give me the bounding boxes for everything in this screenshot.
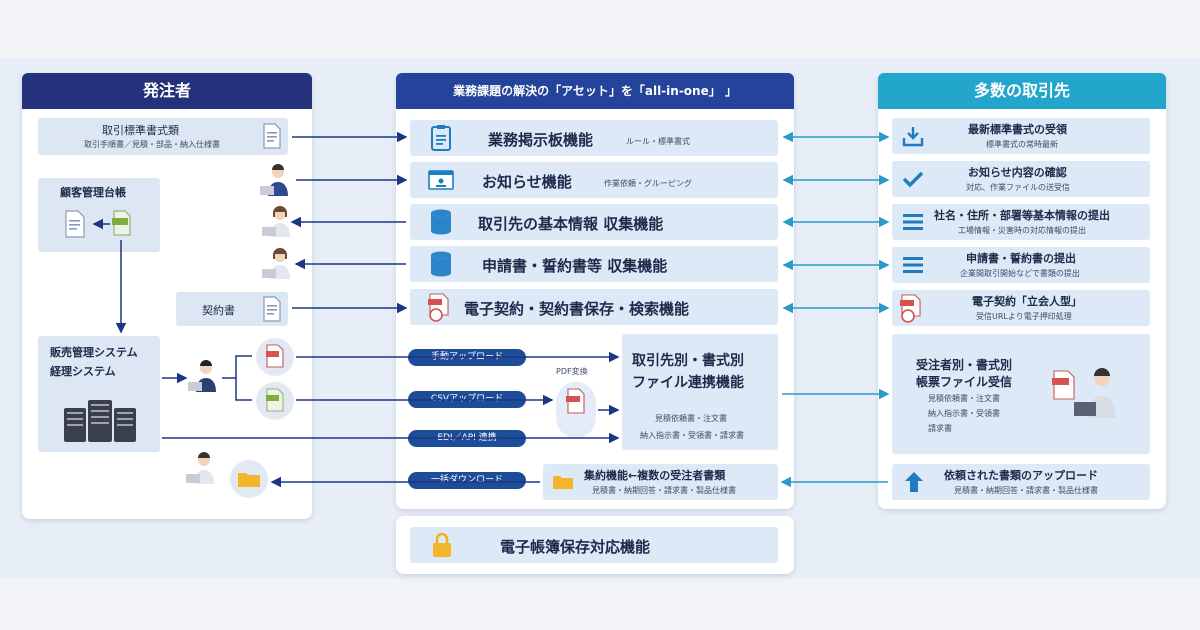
pdf-seal-icon	[428, 293, 449, 322]
person-icon-5	[186, 452, 214, 484]
contract-document-icon	[263, 296, 281, 322]
database-icon	[431, 209, 451, 235]
upload-sub: 見積書・納期回答・請求書・製品仕様書	[954, 486, 1098, 495]
partner-row-5-sub: 受信URLより電子押印処理	[976, 312, 1072, 321]
person-icon-4	[188, 360, 216, 392]
receive-item-1: 見積依頼書・注文書	[928, 394, 1000, 403]
list-icon	[903, 257, 923, 273]
receive-item-3: 請求書	[928, 424, 952, 433]
linkage-sub-1: 見積依頼書・注文書	[655, 414, 727, 423]
e-contract-label: 電子契約・契約書保存・検索機能	[464, 300, 690, 318]
bulk-download-pill: 一括ダウンロード	[408, 472, 526, 489]
orderer-header: 発注者	[22, 73, 312, 109]
notice-board-icon	[428, 170, 454, 190]
partner-row-1	[892, 118, 1150, 154]
notification-label: お知らせ機能	[482, 173, 572, 191]
person-icon-1	[260, 164, 288, 196]
receive-title-1: 受注者別・書式別	[916, 358, 1013, 372]
person-laptop-icon	[1074, 368, 1116, 418]
person-icon-3	[262, 248, 290, 279]
pdf-seal-icon	[900, 294, 921, 323]
standard-forms-label: 取引標準書式類	[102, 124, 179, 137]
ledger-feature-label: 電子帳簿保存対応機能	[500, 538, 651, 556]
receive-item-2: 納入指示書・受領書	[928, 409, 1000, 418]
pdf-convert-label: PDF変換	[556, 367, 588, 376]
partner-row-3-label: 社名・住所・部署等基本情報の提出	[934, 209, 1110, 222]
lock-icon	[433, 532, 451, 557]
receive-files-box	[892, 334, 1150, 454]
sales-system-label: 販売管理システム	[50, 346, 138, 359]
document-icon	[263, 123, 281, 149]
bulletin-board-label: 業務掲示板機能	[488, 131, 594, 149]
csv-file-icon-2	[266, 388, 284, 412]
aggregate-title: 集約機能←複数の受注者書類	[584, 469, 726, 482]
partner-row-2-sub: 対応、作業ファイルの送受信	[966, 183, 1070, 192]
center-header: 業務課題の解決の「アセット」を「all-in-one」 」	[396, 73, 794, 109]
aggregate-sub: 見積書・納期回答・請求書・製品仕様書	[592, 486, 736, 495]
contract-label: 契約書	[202, 304, 235, 317]
partner-info-label: 取引先の基本情報 収集機能	[478, 215, 664, 233]
partner-row-4	[892, 247, 1150, 283]
ledger-feature-box	[410, 527, 778, 563]
partner-row-3	[892, 204, 1150, 240]
standard-forms-sub: 取引手順書／見積・部品・納入仕様書	[84, 140, 220, 149]
file-linkage-box	[622, 334, 778, 450]
receive-title-2: 帳票ファイル受信	[916, 375, 1013, 389]
linkage-title-1: 取引先別・書式別	[632, 353, 744, 369]
partner-row-2	[892, 161, 1150, 197]
pdf-file-icon	[266, 344, 284, 368]
application-row	[410, 246, 778, 282]
upload-title: 依頼された書類のアップロード	[944, 469, 1098, 482]
customer-ledger-label: 顧客管理台帳	[60, 186, 126, 199]
partner-row-5	[892, 290, 1150, 326]
folder-icon	[553, 476, 573, 489]
linkage-title-2: ファイル連携機能	[632, 375, 744, 391]
csv-file-icon	[112, 210, 131, 236]
partner-row-4-sub: 企業間取引開始などで書類の提出	[960, 269, 1080, 278]
partner-info-row	[410, 204, 778, 240]
upload-row	[892, 464, 1150, 500]
customer-ledger-box	[38, 178, 160, 252]
partner-row-3-sub: 工場情報・災害時の対応情報の提出	[958, 226, 1086, 235]
arrow-person-branch	[222, 355, 252, 401]
notification-row	[410, 162, 778, 198]
standard-forms-box	[38, 118, 288, 155]
folder-icon	[238, 473, 260, 487]
pdf-file-icon	[566, 388, 585, 414]
application-label: 申請書・誓約書等 収集機能	[482, 257, 668, 275]
bulletin-board-row	[410, 120, 778, 156]
download-tray-icon	[902, 127, 924, 147]
list-icon	[903, 214, 923, 230]
server-rack-icon	[64, 400, 136, 442]
bulletin-board-sub: ルール・標準書式	[626, 137, 690, 146]
notification-sub: 作業依頼・グルーピング	[604, 179, 692, 188]
e-contract-row	[410, 289, 778, 325]
aggregate-box	[543, 464, 778, 500]
partner-row-4-label: 申請書・誓約書の提出	[966, 252, 1076, 265]
database-icon	[431, 251, 451, 277]
partner-row-5-label: 電子契約「立会人型」	[972, 295, 1082, 308]
ledger-document-icon	[65, 210, 85, 238]
partner-row-2-label: お知らせ内容の確認	[968, 166, 1067, 179]
partner-row-1-label: 最新標準書式の受領	[968, 123, 1067, 136]
document-icon	[431, 125, 451, 151]
accounting-system-label: 経理システム	[50, 365, 116, 378]
partners-header: 多数の取引先	[878, 73, 1166, 109]
upload-arrow-icon	[905, 472, 923, 492]
linkage-sub-2: 納入指示書・受領書・請求書	[640, 431, 744, 440]
check-icon	[902, 171, 924, 188]
person-icon-2	[262, 206, 290, 237]
pdf-file-icon	[1052, 370, 1075, 400]
partner-row-1-sub: 標準書式の常時最新	[986, 140, 1058, 149]
